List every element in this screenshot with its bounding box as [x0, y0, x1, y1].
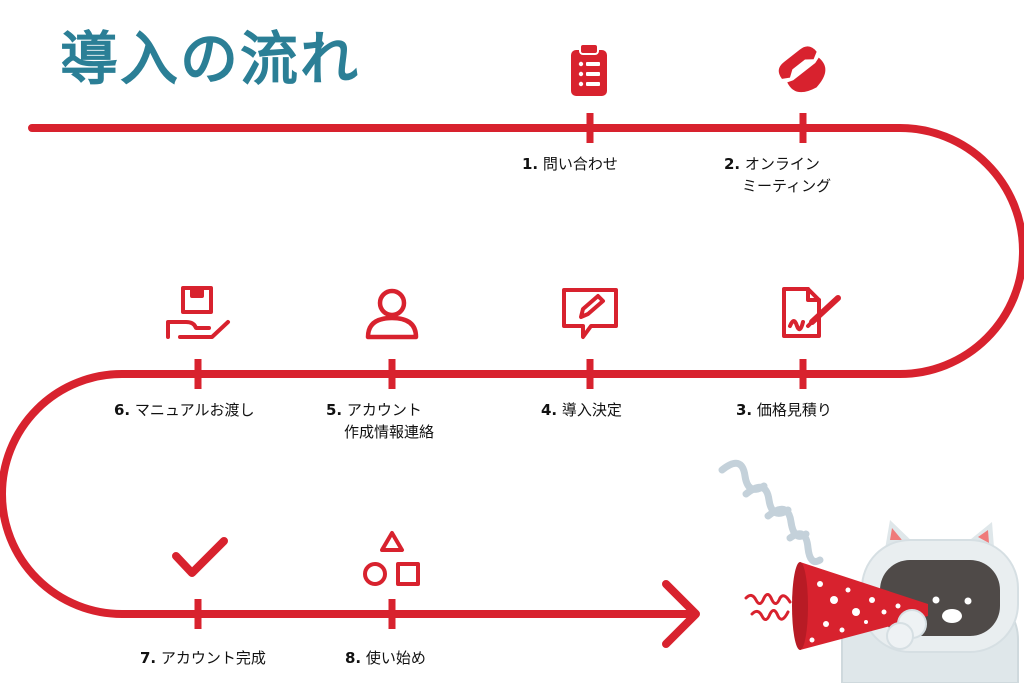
- step-text: 使い始め: [365, 649, 426, 667]
- step-ticks: [194, 113, 807, 629]
- flow-line: [0, 124, 1024, 618]
- step-1-label: 1. 問い合わせ: [522, 153, 618, 175]
- step-number: 2.: [724, 155, 741, 173]
- step-number: 5.: [326, 401, 343, 419]
- step-number: 7.: [140, 649, 157, 667]
- step-4-label: 4. 導入決定: [541, 399, 622, 421]
- user-icon: [365, 288, 419, 340]
- step-8-label: 8. 使い始め: [345, 647, 426, 669]
- step-7-label: 7. アカウント完成: [140, 647, 266, 669]
- step-3-label: 3. 価格見積り: [736, 399, 832, 421]
- step-number: 3.: [736, 401, 753, 419]
- step-text-line2: ミーティング: [742, 177, 832, 195]
- step-text: アカウント完成: [160, 649, 266, 667]
- signed-document-icon: [782, 287, 841, 338]
- step-number: 8.: [345, 649, 362, 667]
- step-text: オンライン: [744, 155, 820, 173]
- arrow-head-icon: [662, 580, 700, 648]
- mascot-illustration: [718, 459, 1019, 683]
- step-6-label: 6. マニュアルお渡し: [114, 399, 254, 421]
- step-2-label: 2. オンライン ミーティング: [724, 153, 831, 197]
- streamer: [718, 459, 824, 565]
- step-number: 6.: [114, 401, 131, 419]
- step-text: 導入決定: [561, 401, 622, 419]
- phone-icon: [778, 46, 826, 93]
- hand-box-icon: [166, 286, 230, 339]
- page-title: 導入の流れ: [60, 25, 361, 93]
- step-text-line2: 作成情報連絡: [344, 423, 435, 441]
- step-text: 価格見積り: [756, 401, 832, 419]
- step-number: 4.: [541, 401, 558, 419]
- step-5-label: 5. アカウント 作成情報連絡: [326, 399, 434, 443]
- clipboard-list-icon: [571, 43, 607, 96]
- step-text: 問い合わせ: [542, 155, 618, 173]
- checkmark-icon: [172, 537, 228, 577]
- shapes-icon: [363, 531, 420, 586]
- step-text: アカウント: [346, 401, 422, 419]
- chat-pencil-icon: [562, 288, 618, 339]
- step-number: 1.: [522, 155, 539, 173]
- step-text: マニュアルお渡し: [134, 401, 255, 419]
